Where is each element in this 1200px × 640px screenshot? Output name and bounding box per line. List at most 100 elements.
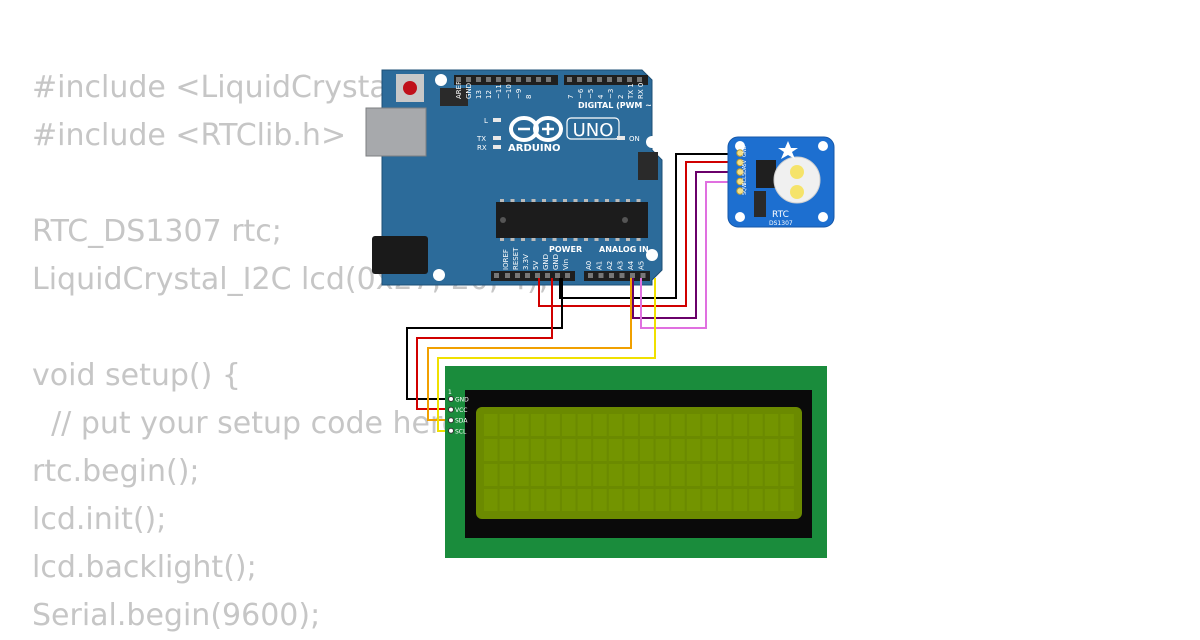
lcd-char-cell — [733, 489, 748, 511]
wire-gnd-lcd[interactable] — [406, 278, 563, 400]
lcd-char-cell — [655, 414, 670, 436]
code-line: #include <RTClib.h> — [32, 118, 347, 153]
header-pin — [496, 77, 501, 82]
reset-button-cap[interactable] — [403, 81, 417, 95]
code-line: void setup() { — [32, 358, 241, 393]
header-pin — [466, 77, 471, 82]
header-pin — [505, 273, 510, 278]
rtc-pin-hole — [736, 177, 744, 186]
wire-a4-rtc[interactable] — [632, 171, 740, 319]
header-pin — [546, 77, 551, 82]
digital-pin-label: 12 — [485, 90, 493, 99]
header-pin — [456, 77, 461, 82]
chip-leg — [552, 238, 557, 241]
wire-a5-rtc[interactable] — [640, 181, 740, 329]
lcd-char-cell — [733, 414, 748, 436]
analog-pin-label: A5 — [638, 261, 646, 270]
digital-pin-label: ~9 — [515, 89, 523, 99]
chip-leg — [626, 199, 630, 202]
analog-pin-label: A1 — [596, 261, 604, 270]
wire-a4-lcd[interactable] — [427, 278, 632, 421]
icsp-header-right — [638, 152, 658, 180]
chip-leg — [521, 199, 525, 202]
header-pin — [515, 273, 520, 278]
tx-led — [493, 136, 501, 140]
lcd-char-cell — [671, 464, 685, 486]
lcd-char-cell — [655, 439, 670, 461]
lcd-char-cell — [686, 464, 701, 486]
chip-leg — [605, 199, 609, 202]
rtc-pin-hole — [736, 149, 744, 157]
lcd-char-cell — [764, 439, 779, 461]
chip-leg — [584, 199, 588, 202]
lcd-char-cell — [749, 439, 763, 461]
chip-leg — [594, 238, 599, 241]
l-led — [493, 118, 501, 122]
lcd-char-cell — [764, 489, 779, 511]
lcd-char-cell — [608, 439, 623, 461]
lcd-char-cell — [640, 439, 654, 461]
header-pin — [598, 273, 604, 278]
lcd-char-cell — [671, 414, 685, 436]
lcd-pin-label: GND — [455, 397, 469, 404]
crystal — [754, 191, 766, 217]
lcd-pin-label: SCL — [455, 428, 467, 435]
lcd-char-cell — [546, 439, 560, 461]
rtc-pin-label: SQW — [742, 183, 748, 195]
code-line: rtc.begin(); — [32, 454, 200, 489]
lcd-char-cell — [562, 439, 576, 461]
power-jack — [372, 236, 428, 274]
uno-badge — [566, 117, 620, 140]
digital-pin-label: ~10 — [505, 84, 513, 99]
header-pin — [637, 77, 642, 82]
wire-gnd-rtc[interactable] — [559, 153, 740, 299]
lcd-char-cell — [546, 464, 560, 486]
wire-a5-lcd[interactable] — [437, 278, 656, 432]
power-pin-label: IOREF — [502, 249, 510, 270]
lcd-char-cell — [640, 489, 654, 511]
lcd-char-cell — [702, 414, 716, 436]
model-name: UNO — [573, 120, 614, 141]
ds1307-chip — [756, 160, 776, 188]
wire-5v-rtc[interactable] — [538, 161, 740, 307]
mount-hole — [646, 136, 658, 148]
lcd-char-cell — [749, 464, 763, 486]
lcd-char-cell — [624, 464, 638, 486]
lcd-char-cell — [484, 414, 498, 436]
header-pin — [607, 77, 612, 82]
lcd-char-cell — [608, 414, 623, 436]
mount-hole — [435, 74, 447, 86]
lcd-char-cell — [764, 464, 779, 486]
power-pin-label: RESET — [512, 247, 520, 270]
lcd-char-cell — [655, 489, 670, 511]
lcd-char-cell — [530, 414, 545, 436]
header-pin — [494, 273, 499, 278]
lcd-char-cell — [530, 464, 545, 486]
digital-pin-label: 8 — [525, 95, 533, 99]
atmega-chip — [496, 202, 648, 238]
chip-pins — [500, 199, 641, 241]
header-pin — [536, 77, 541, 82]
analog-pin-label: A3 — [617, 261, 625, 270]
lcd-char-cell — [546, 489, 560, 511]
lcd-pin1-label: 1 — [448, 389, 452, 396]
lcd-char-cell — [780, 439, 794, 461]
header-pin — [609, 273, 614, 278]
lcd-char-cell — [484, 464, 498, 486]
lcd-char-cell — [499, 439, 514, 461]
analog-pin-label: A0 — [585, 261, 593, 270]
lcd-char-cell — [686, 414, 701, 436]
lcd-char-cell — [686, 439, 701, 461]
lcd-char-cell — [530, 489, 545, 511]
lcd-char-cell — [562, 489, 576, 511]
header-pin — [476, 77, 481, 82]
chip-leg — [552, 199, 557, 202]
header-pin — [565, 273, 570, 278]
lcd-char-cell — [671, 439, 685, 461]
